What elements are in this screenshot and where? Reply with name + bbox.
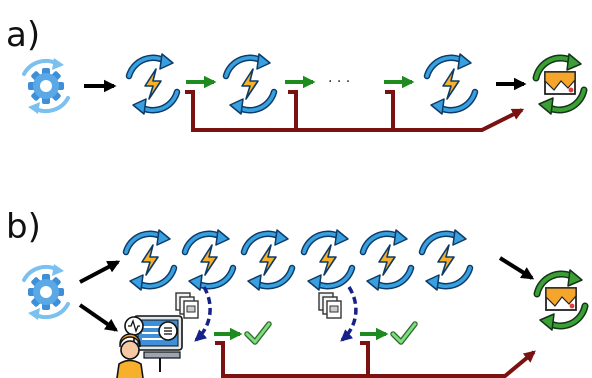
panel-a-step-2-energy-icon xyxy=(226,54,274,114)
panel-b-end-refresh-chart-icon xyxy=(537,270,585,330)
panel-a-label: a) xyxy=(6,15,40,55)
panel-b-engineer-workstation-icon xyxy=(116,315,183,378)
panel-b-start-gear-icon xyxy=(22,262,70,322)
panel-b-checkpoint-1-files-icon xyxy=(175,292,199,319)
panel-b-step-2-energy-icon xyxy=(185,230,233,290)
panel-b-step-4-energy-icon xyxy=(304,230,352,290)
panel-b-steps-row xyxy=(126,230,470,290)
panel-b-checkpoint-1-check-icon xyxy=(247,324,269,342)
panel-b-arrow-to-end xyxy=(498,256,535,280)
panel-a-end-refresh-chart-icon xyxy=(536,54,584,114)
panel-a-feedback-connector xyxy=(185,90,525,132)
panel-b-step-6-energy-icon xyxy=(422,230,470,290)
panel-a-step-1-energy-icon xyxy=(129,54,177,114)
panel-a-step-3-energy-icon xyxy=(427,54,475,114)
panel-b-step-1-energy-icon xyxy=(126,230,174,290)
panel-a-start-gear-icon xyxy=(22,56,70,116)
panel-b-step-3-energy-icon xyxy=(244,230,292,290)
panel-b-arrow-to-steps xyxy=(79,260,121,284)
panel-b-checkpoint-2-check-icon xyxy=(393,324,415,342)
panel-b-arrow-to-worker xyxy=(78,303,119,332)
panel-a-ellipsis: · · · xyxy=(328,74,350,90)
panel-b-checkpoint-2-files-icon xyxy=(318,292,342,319)
panel-b-label: b) xyxy=(6,207,41,247)
panel-b-checkpoint-2-dashed-arrow xyxy=(340,286,358,342)
panel-b-step-5-energy-icon xyxy=(363,230,411,290)
panel-b-feedback-connector xyxy=(215,341,536,378)
panel-b-checkpoint-1-dashed-arrow xyxy=(194,286,212,342)
